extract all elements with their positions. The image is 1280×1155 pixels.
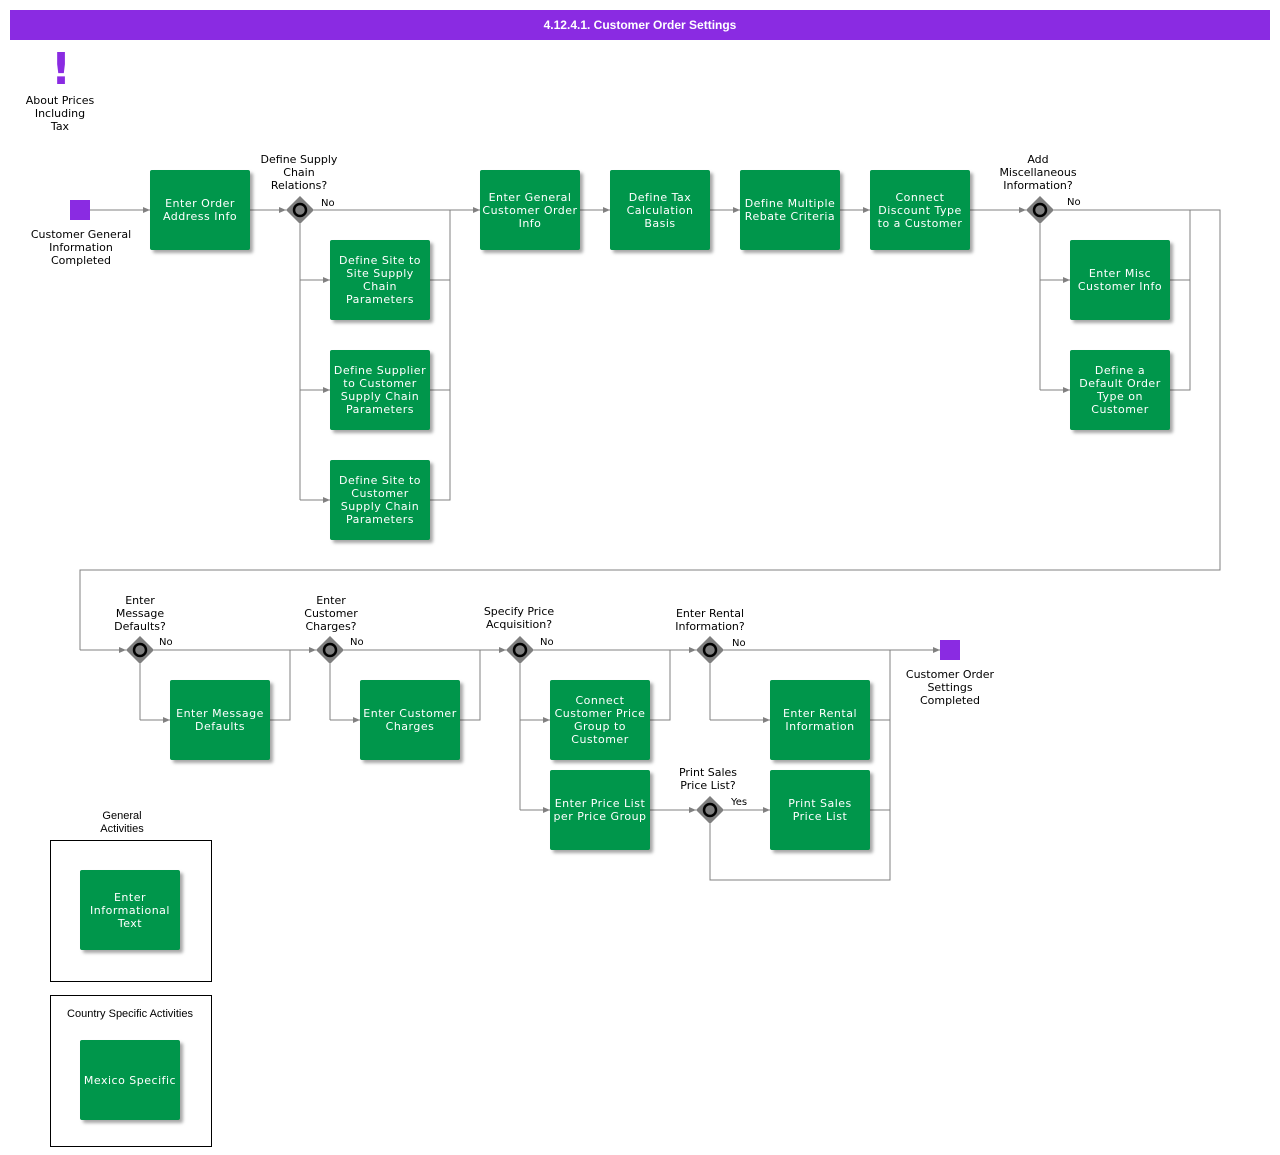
task-site-to-customer[interactable]: Define Site to Customer Supply Chain Par…	[330, 460, 430, 540]
task-mexico-specific[interactable]: Mexico Specific	[80, 1040, 180, 1120]
task-supplier-to-customer[interactable]: Define Supplier to Customer Supply Chain…	[330, 350, 430, 430]
gateway-print-price-list[interactable]	[696, 796, 724, 824]
gateway-supply-chain-label: Define Supply Chain Relations?	[260, 153, 338, 192]
legend-general-label: General Activities	[100, 810, 144, 835]
start-event[interactable]	[70, 200, 90, 220]
task-enter-order-address-info[interactable]: Enter Order Address Info	[150, 170, 250, 250]
exclamation-icon: !	[51, 44, 72, 95]
task-customer-charges[interactable]: Enter Customer Charges	[360, 680, 460, 760]
gateway-message-defaults[interactable]	[126, 636, 154, 664]
gateway-rental-info[interactable]	[696, 636, 724, 664]
flow-label-no: No	[350, 637, 364, 648]
task-site-to-site[interactable]: Define Site to Site Supply Chain Paramet…	[330, 240, 430, 320]
end-event-label: Customer Order Settings Completed	[905, 668, 995, 707]
flow-label-no: No	[1067, 197, 1081, 208]
task-print-sales-price-list[interactable]: Print Sales Price List	[770, 770, 870, 850]
task-rental-information[interactable]: Enter Rental Information	[770, 680, 870, 760]
flow-label-yes: Yes	[731, 797, 748, 808]
start-event-label: Customer General Information Completed	[30, 228, 132, 267]
gateway-customer-charges-label: Enter Customer Charges?	[304, 594, 358, 633]
annotation-label[interactable]: About Prices Including Tax	[25, 94, 95, 133]
gateway-misc-info[interactable]	[1026, 196, 1054, 224]
gateway-message-defaults-label: Enter Message Defaults?	[114, 594, 166, 633]
gateway-price-acquisition[interactable]	[506, 636, 534, 664]
task-general-customer-order-info[interactable]: Enter General Customer Order Info	[480, 170, 580, 250]
diagram-title: 4.12.4.1. Customer Order Settings	[10, 10, 1270, 40]
legend-country-label: Country Specific Activities	[67, 1008, 193, 1020]
gateway-customer-charges[interactable]	[316, 636, 344, 664]
task-informational-text[interactable]: Enter Informational Text	[80, 870, 180, 950]
task-discount-type[interactable]: Connect Discount Type to a Customer	[870, 170, 970, 250]
gateway-supply-chain[interactable]	[286, 196, 314, 224]
flow-label-no: No	[321, 198, 335, 209]
task-tax-calculation-basis[interactable]: Define Tax Calculation Basis	[610, 170, 710, 250]
task-message-defaults[interactable]: Enter Message Defaults	[170, 680, 270, 760]
gateway-price-acquisition-label: Specify Price Acquisition?	[483, 605, 555, 631]
task-connect-price-group[interactable]: Connect Customer Price Group to Customer	[550, 680, 650, 760]
task-default-order-type[interactable]: Define a Default Order Type on Customer	[1070, 350, 1170, 430]
gateway-rental-info-label: Enter Rental Information?	[675, 607, 745, 633]
gateway-print-price-list-label: Print Sales Price List?	[678, 766, 738, 792]
task-misc-customer-info[interactable]: Enter Misc Customer Info	[1070, 240, 1170, 320]
task-price-list-per-group[interactable]: Enter Price List per Price Group	[550, 770, 650, 850]
end-event[interactable]	[940, 640, 960, 660]
task-multiple-rebate-criteria[interactable]: Define Multiple Rebate Criteria	[740, 170, 840, 250]
flow-label-no: No	[159, 637, 173, 648]
flow-label-no: No	[732, 638, 746, 649]
flow-label-no: No	[540, 637, 554, 648]
gateway-misc-info-label: Add Miscellaneous Information?	[999, 153, 1077, 192]
